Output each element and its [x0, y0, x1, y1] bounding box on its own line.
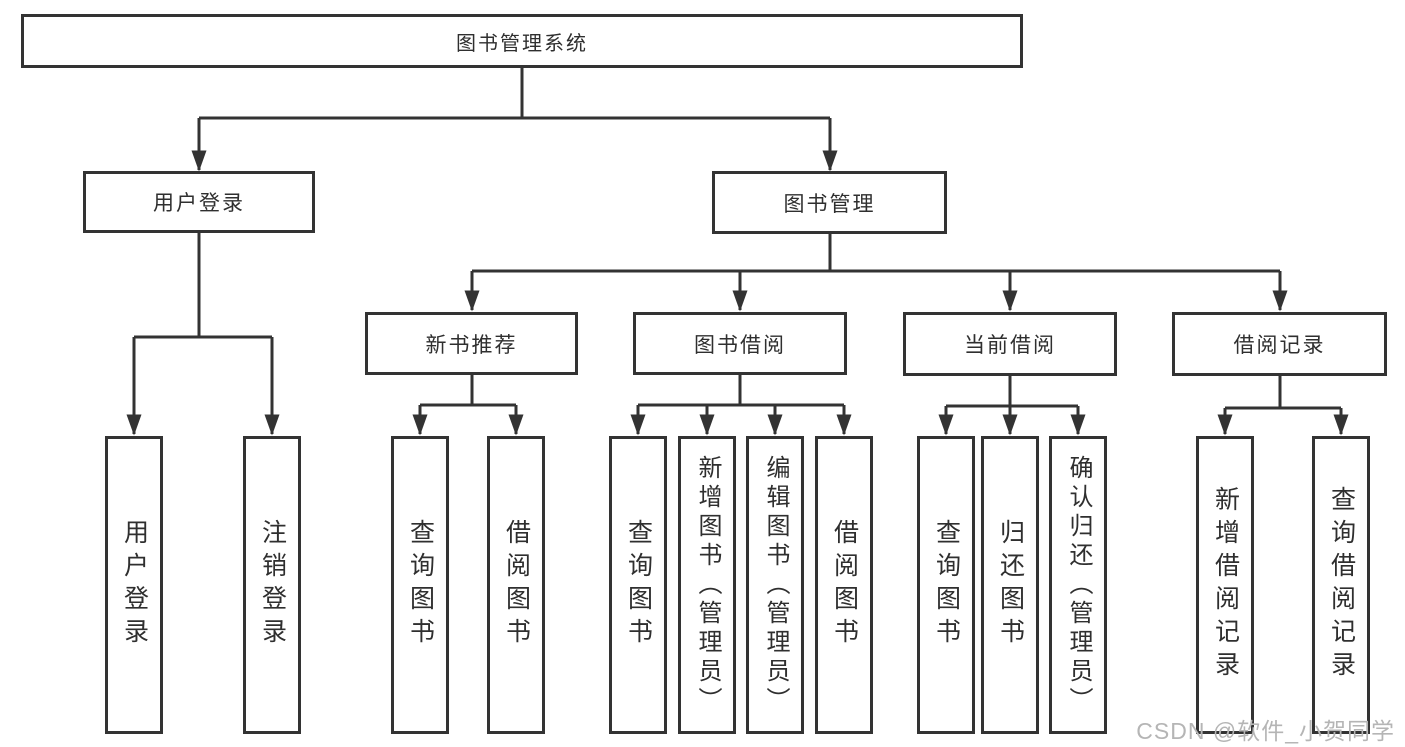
leaf-confirm-return-admin-label: 确认归还（管理员） — [1065, 454, 1092, 716]
connector-new-book-recommend — [412, 375, 524, 436]
connector-root — [191, 68, 838, 172]
leaf-add-borrow-record: 新增借阅记录 — [1196, 436, 1254, 734]
leaf-query-books-borrow-label: 查询图书 — [624, 519, 653, 651]
leaf-user-login: 用户登录 — [105, 436, 163, 734]
node-root-label: 图书管理系统 — [456, 32, 588, 55]
node-new-book-recommend: 新书推荐 — [365, 312, 578, 375]
connector-book-borrow — [630, 375, 852, 436]
connector-book-management — [464, 234, 1288, 312]
leaf-query-books-current-label: 查询图书 — [932, 519, 961, 651]
leaf-logout: 注销登录 — [243, 436, 301, 734]
leaf-query-borrow-record: 查询借阅记录 — [1312, 436, 1370, 734]
leaf-query-books-borrow: 查询图书 — [609, 436, 667, 734]
node-user-login-label: 用户登录 — [153, 192, 245, 215]
connector-borrow-records — [1217, 376, 1349, 436]
node-borrow-records: 借阅记录 — [1172, 312, 1387, 376]
leaf-borrow-books-recommend-label: 借阅图书 — [502, 519, 531, 651]
node-borrow-records-label: 借阅记录 — [1233, 334, 1326, 357]
leaf-edit-book-admin: 编辑图书（管理员） — [746, 436, 804, 734]
csdn-watermark: CSDN @软件_小贺同学 — [1136, 718, 1395, 744]
node-current-borrow-label: 当前借阅 — [964, 334, 1056, 357]
node-book-borrow-label: 图书借阅 — [694, 333, 786, 357]
leaf-user-login-label: 用户登录 — [120, 519, 149, 651]
leaf-borrow-books: 借阅图书 — [815, 436, 873, 734]
node-root: 图书管理系统 — [21, 14, 1023, 68]
connector-current-borrow — [938, 376, 1086, 436]
leaf-query-borrow-record-label: 查询借阅记录 — [1327, 486, 1356, 684]
leaf-add-borrow-record-label: 新增借阅记录 — [1211, 486, 1240, 684]
leaf-return-book: 归还图书 — [981, 436, 1039, 734]
leaf-return-book-label: 归还图书 — [996, 519, 1025, 651]
connector-user-login — [126, 233, 280, 436]
leaf-query-books-recommend-label: 查询图书 — [406, 519, 435, 651]
leaf-edit-book-admin-label: 编辑图书（管理员） — [762, 454, 789, 716]
leaf-query-books-current: 查询图书 — [917, 436, 975, 734]
node-book-borrow: 图书借阅 — [633, 312, 847, 375]
leaf-borrow-books-recommend: 借阅图书 — [487, 436, 545, 734]
node-book-management: 图书管理 — [712, 171, 947, 234]
node-current-borrow: 当前借阅 — [903, 312, 1117, 376]
leaf-add-book-admin-label: 新增图书（管理员） — [694, 454, 721, 716]
leaf-add-book-admin: 新增图书（管理员） — [678, 436, 736, 734]
leaf-confirm-return-admin: 确认归还（管理员） — [1049, 436, 1107, 734]
leaf-borrow-books-label: 借阅图书 — [830, 519, 859, 651]
node-new-book-recommend-label: 新书推荐 — [425, 333, 518, 357]
node-book-management-label: 图书管理 — [783, 192, 876, 216]
node-user-login: 用户登录 — [83, 171, 315, 233]
leaf-logout-label: 注销登录 — [258, 519, 287, 651]
leaf-query-books-recommend: 查询图书 — [391, 436, 449, 734]
